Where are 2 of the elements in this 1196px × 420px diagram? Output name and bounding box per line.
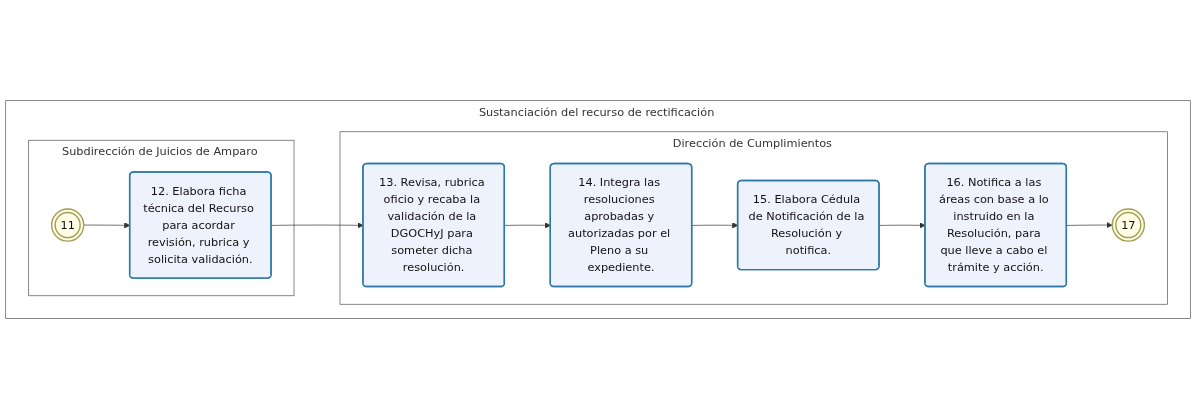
node-circle: 17 (1111, 208, 1146, 243)
node-circle: 11 (50, 208, 85, 243)
